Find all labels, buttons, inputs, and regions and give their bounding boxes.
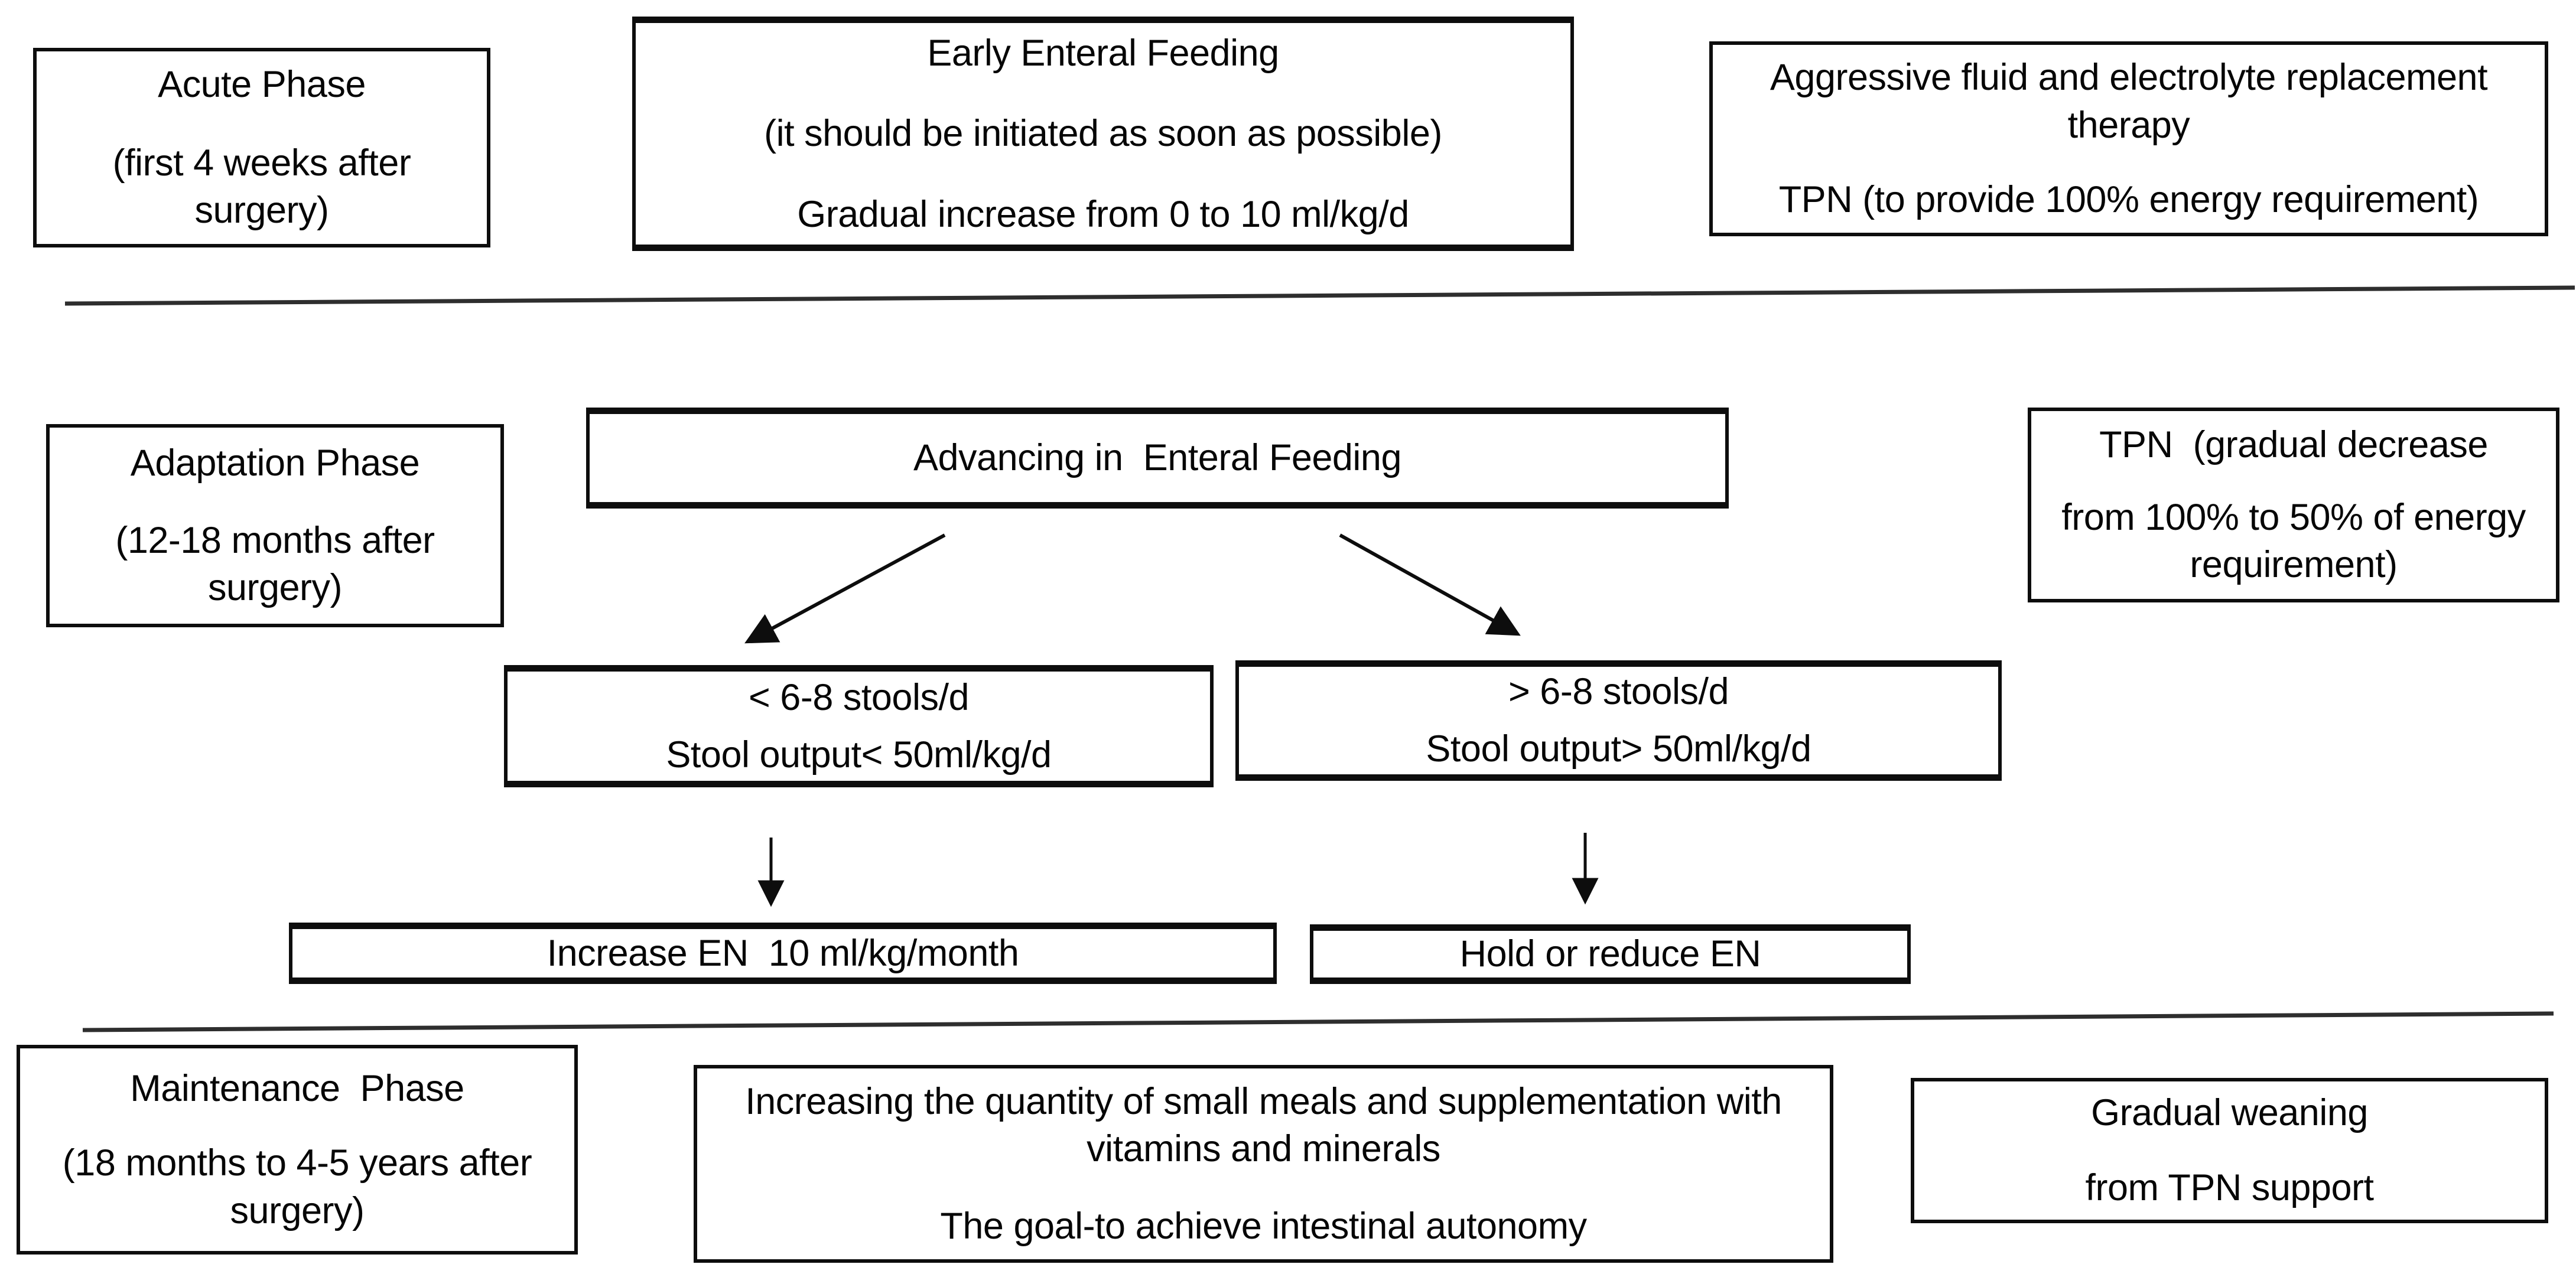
tpn-decrease-line2: from 100% to 50% of energy requirement) (2061, 496, 2536, 586)
acute-phase-box: Acute Phase (first 4 weeks after surgery… (33, 48, 490, 247)
adaptation-phase-box: Adaptation Phase (12-18 months after sur… (46, 424, 504, 627)
hold-reduce-en-label: Hold or reduce EN (1459, 933, 1761, 975)
low-stool-line1: < 6-8 stools/d (749, 676, 969, 718)
arrow-advancing-to-high-stool (1339, 533, 1521, 636)
advancing-enteral-feeding-box: Advancing in Enteral Feeding (586, 408, 1729, 509)
high-stool-output-box: > 6-8 stools/d Stool output> 50ml/kg/d (1235, 660, 2002, 781)
low-stool-output-box: < 6-8 stools/d Stool output< 50ml/kg/d (504, 665, 1214, 787)
adaptation-phase-label: Adaptation Phase (130, 442, 420, 484)
tpn-gradual-decrease-box: TPN (gradual decrease from 100% to 50% o… (2028, 408, 2559, 602)
acute-phase-label: Acute Phase (158, 64, 366, 106)
acute-phase-timing: (first 4 weeks after surgery) (112, 142, 421, 232)
maintenance-phase-box: Maintenance Phase (18 months to 4-5 year… (17, 1045, 578, 1255)
phase-divider-line-1 (64, 285, 2575, 306)
high-stool-line2: Stool output> 50ml/kg/d (1426, 728, 1811, 770)
low-stool-line2: Stool output< 50ml/kg/d (666, 734, 1052, 776)
advancing-enteral-label: Advancing in Enteral Feeding (913, 437, 1402, 479)
increase-en-label: Increase EN 10 ml/kg/month (547, 932, 1019, 974)
phase-divider-line-2 (82, 1011, 2554, 1032)
tpn-100-line: TPN (to provide 100% energy requirement) (1778, 179, 2479, 221)
increase-en-box: Increase EN 10 ml/kg/month (289, 923, 1277, 984)
adaptation-phase-timing: (12-18 months after surgery) (115, 519, 445, 609)
early-enteral-title: Early Enteral Feeding (927, 32, 1279, 74)
maintenance-phase-label: Maintenance Phase (130, 1067, 464, 1109)
small-meals-supplementation-box: Increasing the quantity of small meals a… (694, 1065, 1833, 1263)
tpn-weaning-line2: from TPN support (2085, 1167, 2374, 1208)
early-enteral-note: (it should be initiated as soon as possi… (764, 113, 1442, 155)
tpn-weaning-line1: Gradual weaning (2091, 1092, 2368, 1134)
maintenance-phase-timing: (18 months to 4-5 years after surgery) (62, 1142, 542, 1231)
fluid-replacement-line: Aggressive fluid and electrolyte replace… (1770, 57, 2498, 146)
fluid-replacement-box: Aggressive fluid and electrolyte replace… (1709, 41, 2548, 236)
early-enteral-feeding-box: Early Enteral Feeding (it should be init… (632, 17, 1574, 251)
tpn-weaning-box: Gradual weaning from TPN support (1911, 1078, 2548, 1223)
arrow-advancing-to-low-stool (744, 533, 946, 644)
high-stool-line1: > 6-8 stools/d (1508, 671, 1729, 713)
early-enteral-detail: Gradual increase from 0 to 10 ml/kg/d (797, 193, 1409, 235)
intestinal-autonomy-goal-line: The goal-to achieve intestinal autonomy (940, 1205, 1587, 1247)
tpn-decrease-line1: TPN (gradual decrease (2099, 424, 2488, 466)
hold-reduce-en-box: Hold or reduce EN (1310, 924, 1911, 984)
small-meals-line: Increasing the quantity of small meals a… (745, 1080, 1792, 1170)
